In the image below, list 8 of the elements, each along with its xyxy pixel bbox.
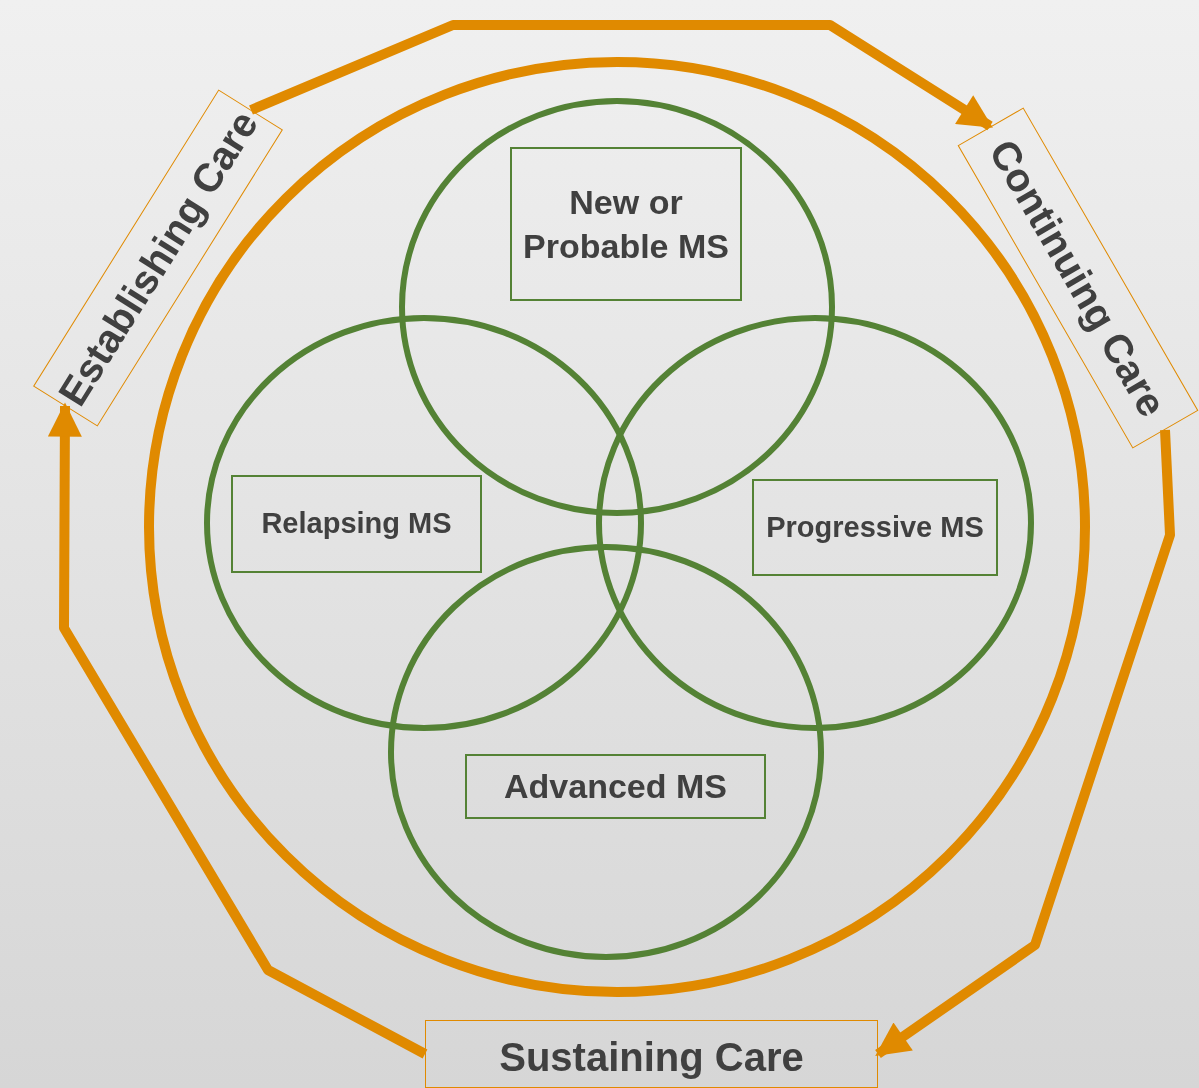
ms-type-box: Relapsing MS	[231, 475, 482, 573]
ms-type-box: Advanced MS	[465, 754, 766, 819]
cycle-arrow	[875, 429, 1175, 1059]
stage-label-box: Sustaining Care	[425, 1020, 878, 1088]
ms-type-box: New or Probable MS	[510, 147, 742, 301]
cycle-arrow	[249, 20, 993, 131]
ms-type-box: Progressive MS	[752, 479, 998, 576]
cycle-arrow	[47, 402, 428, 1059]
